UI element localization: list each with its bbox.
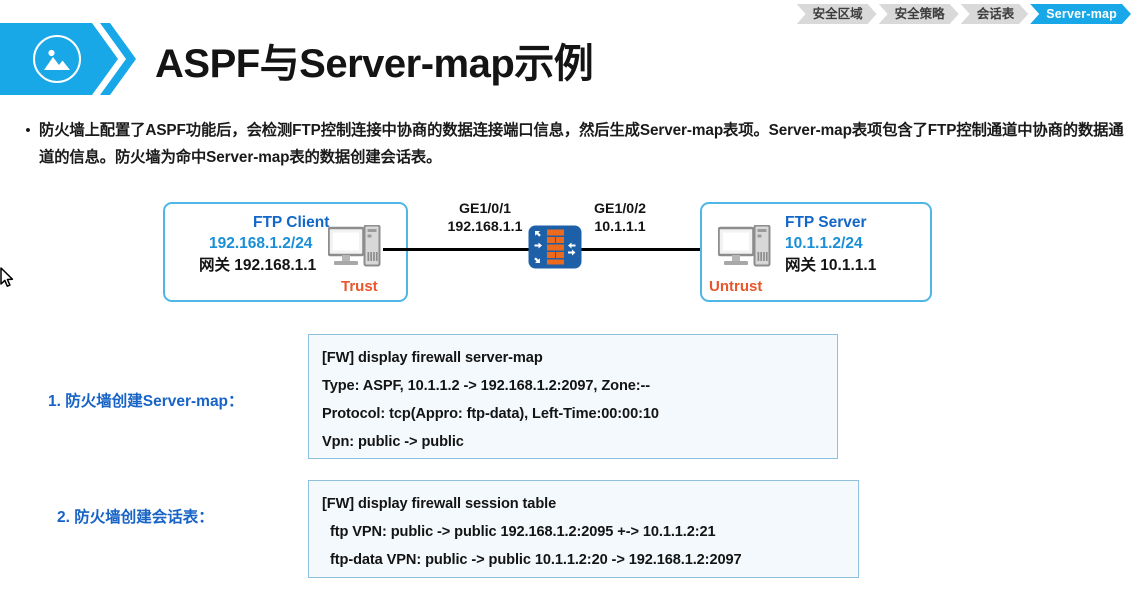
breadcrumb-item-1[interactable]: 安全策略 <box>879 4 959 24</box>
page-title: ASPF与Server-map示例 <box>155 42 594 86</box>
ftp-server-title: FTP Server <box>785 214 867 231</box>
desktop-pc-icon-client <box>327 224 384 273</box>
session-table-line-0: [FW] display firewall session table <box>322 496 557 512</box>
ftp-client-ip: 192.168.1.2/24 <box>209 235 313 252</box>
breadcrumb: 安全区域 安全策略 会话表 Server-map <box>797 4 1133 24</box>
session-table-line-2: ftp-data VPN: public -> public 10.1.1.2:… <box>330 552 742 568</box>
link-firewall-to-server <box>577 248 725 251</box>
session-table-output-box: [FW] display firewall session table ftp … <box>308 480 859 578</box>
firewall-icon <box>528 225 582 269</box>
breadcrumb-item-0[interactable]: 安全区域 <box>797 4 877 24</box>
ftp-client-title: FTP Client <box>253 214 330 231</box>
interface-label-ge1-0-1: GE1/0/1 192.168.1.1 <box>430 200 540 236</box>
ftp-client-gateway: 网关 192.168.1.1 <box>199 257 317 274</box>
interface-ip-1: 10.1.1.1 <box>594 219 646 235</box>
mouse-pointer-icon <box>0 267 15 294</box>
untrust-zone-tag: Untrust <box>709 278 763 295</box>
ftp-server-ip: 10.1.1.2/24 <box>785 235 863 252</box>
server-map-line-2: Protocol: tcp(Appro: ftp-data), Left-Tim… <box>322 406 659 422</box>
breadcrumb-item-3-active[interactable]: Server-map <box>1030 4 1131 24</box>
network-diagram: FTP Client 192.168.1.2/24 网关 192.168.1.1… <box>0 192 1141 322</box>
server-map-line-0: [FW] display firewall server-map <box>322 350 543 366</box>
trust-zone-tag: Trust <box>341 278 378 295</box>
bullet-paragraph-block: • 防火墙上配置了ASPF功能后，会检测FTP控制连接中协商的数据连接端口信息，… <box>17 117 1125 171</box>
page-header: ASPF与Server-map示例 <box>0 23 1141 95</box>
interface-ip-0: 192.168.1.1 <box>447 219 523 235</box>
interface-label-ge1-0-2: GE1/0/2 10.1.1.1 <box>570 200 670 236</box>
server-map-line-3: Vpn: public -> public <box>322 434 464 450</box>
link-client-to-firewall <box>383 248 533 251</box>
desktop-pc-icon-server <box>717 224 774 273</box>
step-1-label: 1. 防火墙创建Server-map： <box>48 393 244 410</box>
session-table-line-1: ftp VPN: public -> public 192.168.1.2:20… <box>330 524 716 540</box>
bullet-paragraph-text: 防火墙上配置了ASPF功能后，会检测FTP控制连接中协商的数据连接端口信息，然后… <box>39 122 1124 166</box>
interface-name-0: GE1/0/1 <box>458 201 512 217</box>
bullet-marker: • <box>25 122 31 139</box>
breadcrumb-item-2[interactable]: 会话表 <box>961 4 1029 24</box>
server-map-output-box: [FW] display firewall server-map Type: A… <box>308 334 838 459</box>
server-map-line-1: Type: ASPF, 10.1.1.2 -> 192.168.1.2:2097… <box>322 378 651 394</box>
interface-name-1: GE1/0/2 <box>593 201 647 217</box>
step-2-label: 2. 防火墙创建会话表： <box>57 509 214 526</box>
image-icon <box>33 35 81 83</box>
ftp-server-gateway: 网关 10.1.1.1 <box>785 257 877 274</box>
